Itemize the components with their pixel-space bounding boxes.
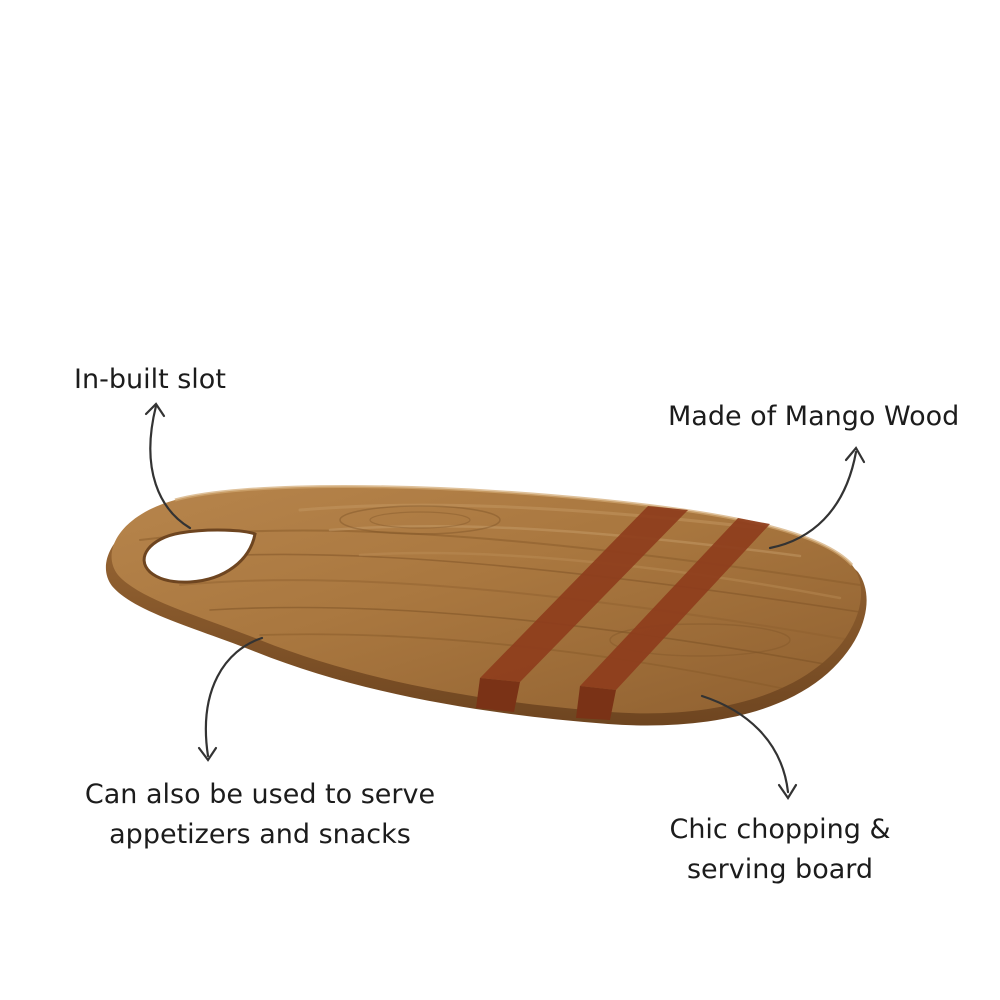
label-mango-wood: Made of Mango Wood bbox=[668, 401, 960, 432]
board-top bbox=[111, 486, 862, 714]
label-serve-appetizers: Can also be used to serve appetizers and… bbox=[60, 775, 460, 855]
stripe-left bbox=[480, 506, 688, 682]
label-serve-line-2: appetizers and snacks bbox=[109, 819, 411, 850]
handle-slot bbox=[142, 528, 257, 584]
arrow-chic bbox=[700, 694, 790, 794]
wood-grain bbox=[139, 503, 861, 691]
label-chic-line-2: serving board bbox=[686, 854, 874, 885]
label-chic-board: Chic chopping & serving board bbox=[630, 810, 930, 890]
arrow-slot bbox=[149, 404, 192, 530]
callout-arrows bbox=[144, 402, 866, 801]
label-in-built-slot: In-built slot bbox=[74, 364, 226, 395]
arrow-serve bbox=[204, 636, 264, 758]
arrow-wood bbox=[768, 450, 858, 550]
stripe-right bbox=[580, 518, 770, 690]
label-serve-line-1: Can also be used to serve bbox=[84, 779, 436, 810]
label-chic-line-1: Chic chopping & bbox=[669, 814, 891, 845]
